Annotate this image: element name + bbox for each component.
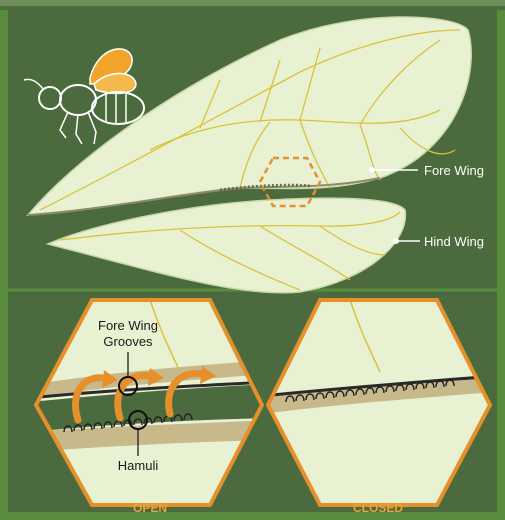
hamuli-label: Hamuli	[118, 458, 159, 473]
hind-wing-label: Hind Wing	[424, 234, 484, 249]
fore-wing-label: Fore Wing	[424, 163, 484, 178]
fore-wing-grooves-label-line2: Grooves	[103, 334, 153, 349]
closed-caption: CLOSED	[353, 501, 403, 515]
fore-wing-grooves-label-line1: Fore Wing	[98, 318, 158, 333]
open-caption: OPEN	[133, 501, 167, 515]
